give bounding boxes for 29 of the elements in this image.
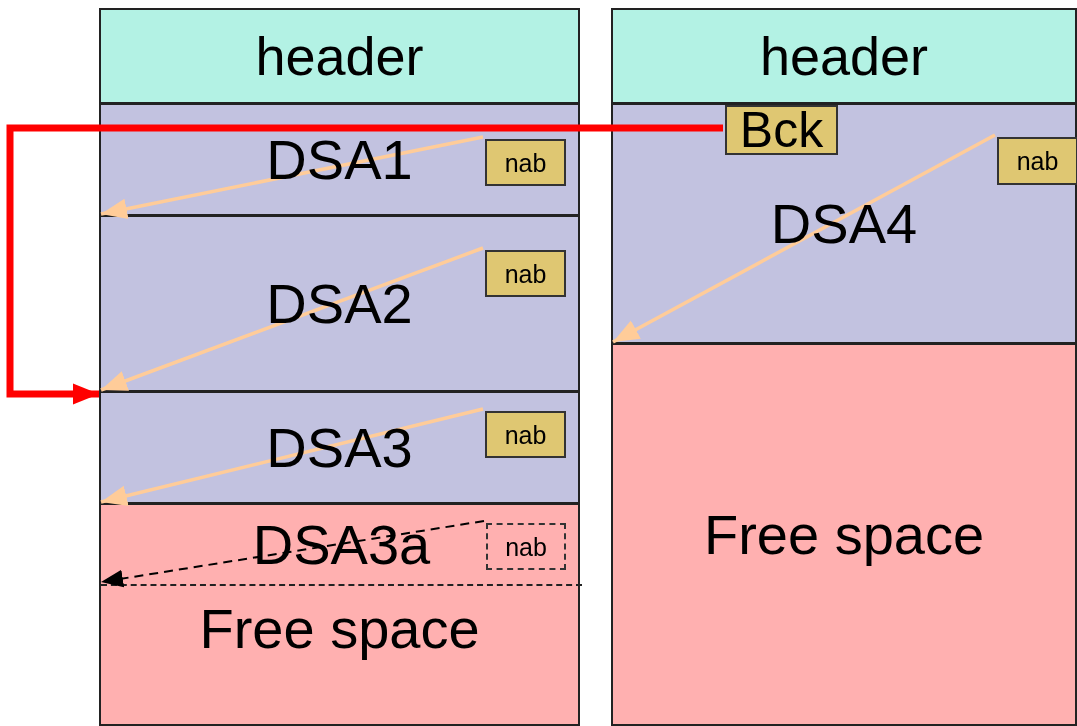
pointer-label: nab (504, 422, 547, 447)
pointer-box (485, 411, 566, 458)
pointer-box (485, 139, 566, 186)
block-label: DSA1 (266, 131, 413, 188)
pointer-label: nab (504, 261, 547, 286)
pointer-label: Bck (739, 105, 824, 155)
arrow (100, 135, 484, 220)
memory-block (99, 215, 580, 392)
pointer-label: nab (1016, 148, 1059, 174)
pointer-label: nab (504, 150, 547, 175)
arrow (6, 124, 723, 405)
pointer-box (997, 137, 1077, 185)
pointer-box (485, 250, 566, 297)
header-block (99, 8, 580, 104)
dashed-pointer-box (486, 523, 566, 570)
block-label: DSA3 (266, 419, 413, 476)
header-label: header (255, 29, 424, 83)
free-space-block (611, 343, 1077, 726)
header-block (611, 8, 1077, 104)
memory-block (611, 103, 1077, 344)
free-space-block (99, 503, 580, 726)
header-label: header (759, 29, 929, 83)
pointer-label: nab (505, 534, 547, 559)
pointer-box (725, 105, 838, 155)
arrow (100, 246, 484, 392)
memory-block (99, 391, 580, 504)
arrow (612, 133, 996, 344)
block-label: DSA2 (266, 275, 413, 332)
block-label: DSA4 (770, 195, 918, 252)
